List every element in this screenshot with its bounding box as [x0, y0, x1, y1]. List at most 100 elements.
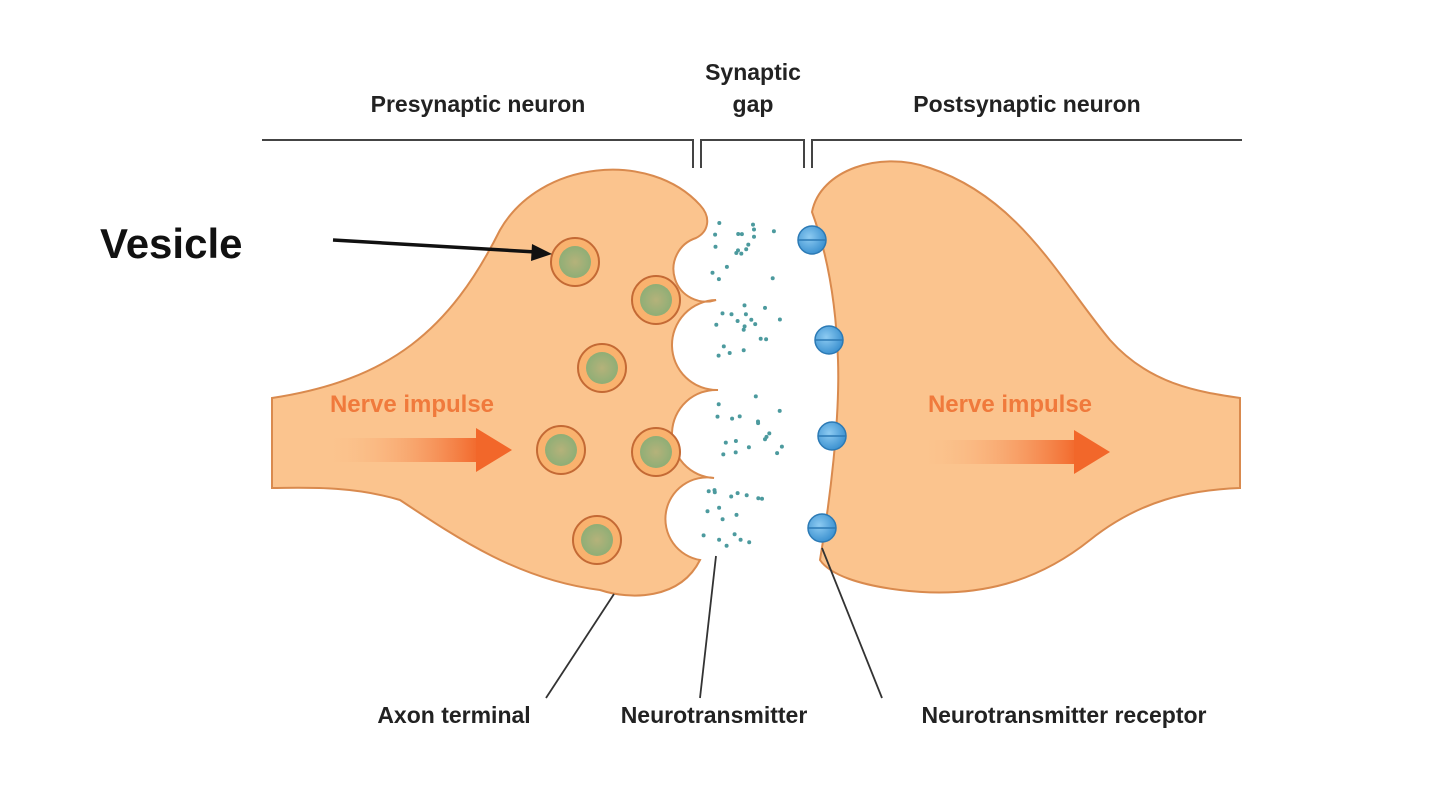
neurotransmitter-dot: [739, 251, 744, 256]
axon-terminal-label: Axon terminal: [377, 702, 530, 728]
neurotransmitter-dot: [735, 319, 740, 323]
nerve-impulse-label-right: Nerve impulse: [928, 391, 1092, 418]
neurotransmitter-dot: [756, 421, 761, 426]
neurotransmitter-dot: [730, 416, 735, 421]
neurotransmitter-dot: [713, 232, 718, 237]
neurotransmitter-dot: [733, 439, 738, 443]
neurotransmitter-receptor: [814, 325, 844, 355]
presynaptic-label: Presynaptic neuron: [371, 91, 586, 117]
neurotransmitter-dot: [723, 440, 728, 445]
neurotransmitter-receptor: [817, 421, 847, 451]
vesicle: [577, 343, 627, 393]
neurotransmitter-dot: [714, 322, 719, 327]
neurotransmitter-dot: [764, 337, 769, 342]
neurotransmitter-dot: [743, 312, 748, 317]
neurotransmitter-particles: [701, 221, 784, 548]
neurotransmitter-dot: [751, 222, 755, 227]
neurotransmitter-dot: [737, 414, 742, 419]
neurotransmitter-dot: [777, 408, 782, 413]
neurotransmitter-dot: [752, 234, 756, 239]
neurotransmitter-dot: [724, 264, 729, 269]
receptors: [797, 225, 847, 543]
neurotransmitter-dot: [777, 317, 782, 322]
postsynaptic-label: Postsynaptic neuron: [913, 91, 1140, 117]
neurotransmitter-dot: [764, 434, 769, 439]
synaptic-gap-label-line1: Synaptic: [705, 59, 801, 85]
neurotransmitter-dot: [741, 348, 746, 353]
neurotransmitter-dot: [712, 488, 717, 493]
receptor-leader: [821, 547, 883, 699]
neurotransmitter-dot: [733, 450, 738, 455]
synaptic-gap-bracket: [700, 139, 805, 168]
neurotransmitter-dot: [713, 244, 718, 249]
neurotransmitter-dot: [741, 327, 746, 332]
vesicles: [536, 237, 681, 565]
nerve-impulse-arrow-left: [322, 428, 512, 472]
neurotransmitter-dot: [739, 232, 744, 237]
axon-terminal-leader: [545, 593, 615, 699]
vesicle: [631, 275, 681, 325]
neurotransmitter-dot: [767, 431, 772, 436]
neurotransmitter-dot: [744, 493, 749, 498]
neurotransmitter-dot: [771, 229, 776, 234]
neurotransmitter-dot: [717, 505, 722, 510]
neurotransmitter-dot: [744, 247, 749, 252]
postsynaptic-bracket: [811, 139, 1242, 168]
vesicle: [631, 427, 681, 477]
neurotransmitter-dot: [758, 336, 763, 341]
neurotransmitter-dot: [734, 512, 739, 517]
neurotransmitter-dot: [738, 537, 743, 542]
neurotransmitter-dot: [706, 489, 711, 494]
neurotransmitter-dot: [770, 276, 775, 281]
neurotransmitter-dot: [729, 312, 734, 317]
neurotransmitter-dot: [720, 517, 725, 522]
neurotransmitter-dot: [716, 277, 721, 282]
neurotransmitter-dot: [721, 344, 726, 349]
vesicle: [536, 425, 586, 475]
neurotransmitter-dot: [746, 445, 751, 450]
neurotransmitter-label: Neurotransmitter: [621, 702, 808, 728]
top-brackets: [262, 139, 1242, 168]
postsynaptic-neuron-body: [810, 160, 1241, 594]
neurotransmitter-dot: [753, 394, 758, 399]
presynaptic-neuron-body: [271, 168, 719, 597]
neurotransmitter-dot: [729, 494, 734, 499]
neurotransmitter-dot: [717, 537, 722, 542]
neurotransmitter-dot: [779, 444, 784, 449]
neurotransmitter-dot: [716, 353, 721, 358]
neurotransmitter-dot: [742, 324, 747, 329]
neurotransmitter-receptor: [797, 225, 827, 255]
neurotransmitter-dot: [775, 451, 780, 456]
neurotransmitter-dot: [716, 402, 721, 407]
neurotransmitter-dot: [747, 540, 752, 545]
neurotransmitter-receptor: [807, 513, 837, 543]
neurotransmitter-dot: [732, 532, 737, 537]
neurotransmitter-dot: [736, 232, 741, 236]
neurotransmitter-dot: [717, 221, 722, 225]
neurotransmitter-dot: [715, 414, 720, 419]
neurotransmitter-dot: [760, 496, 764, 501]
neurotransmitter-dot: [763, 305, 767, 310]
neurotransmitter-leader: [699, 555, 717, 699]
neurotransmitter-dot: [756, 496, 761, 501]
nerve-impulse-arrow-right: [916, 430, 1110, 474]
neurotransmitter-dot: [746, 242, 751, 247]
neurotransmitter-dot: [727, 351, 732, 355]
vesicle: [550, 237, 600, 287]
nerve-impulse-label-left: Nerve impulse: [330, 391, 494, 418]
neurotransmitter-dot: [724, 543, 729, 548]
neurotransmitter-receptor-label: Neurotransmitter receptor: [921, 702, 1206, 728]
neurotransmitter-dot: [749, 317, 754, 322]
synaptic-gap-label-line2: gap: [733, 91, 774, 117]
presynaptic-bracket: [262, 139, 694, 168]
vesicle-label: Vesicle: [100, 220, 242, 267]
neurotransmitter-dot: [720, 311, 725, 316]
neurotransmitter-dot: [701, 533, 706, 538]
leader-lines: [545, 547, 883, 699]
neurotransmitter-dot: [721, 452, 726, 457]
neurotransmitter-dot: [705, 509, 710, 514]
vesicle: [572, 515, 622, 565]
neurotransmitter-dot: [742, 303, 747, 308]
neurotransmitter-dot: [710, 270, 715, 275]
